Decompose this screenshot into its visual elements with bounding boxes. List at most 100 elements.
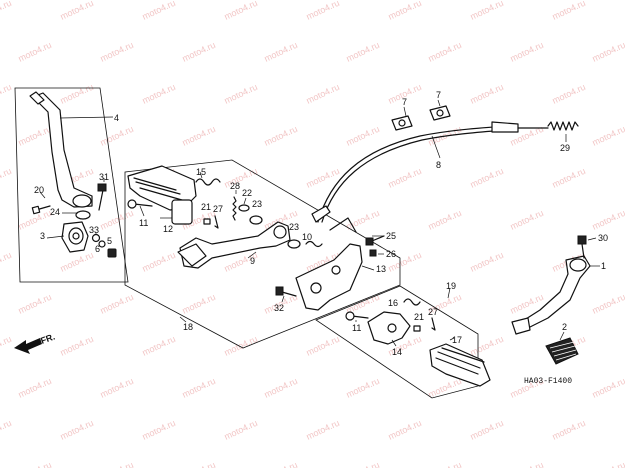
- watermark-text: moto4.ru: [181, 376, 217, 400]
- callout-27-right: 27: [428, 307, 438, 317]
- watermark-text: moto4.ru: [0, 250, 13, 274]
- watermark-text: moto4.ru: [99, 40, 135, 64]
- callout-19: 19: [446, 281, 456, 291]
- watermark-text: moto4.ru: [17, 292, 53, 316]
- watermark-text: moto4.ru: [591, 460, 625, 468]
- callout-25: 25: [386, 231, 396, 241]
- cable-clamp-a: [391, 115, 413, 131]
- watermark-text: moto4.ru: [263, 124, 299, 148]
- callout-17: 17: [452, 335, 462, 345]
- callout-27-left: 27: [213, 204, 223, 214]
- watermark-text: moto4.ru: [223, 82, 259, 106]
- watermark-text: moto4.ru: [591, 40, 625, 64]
- watermark-text: moto4.ru: [469, 250, 505, 274]
- callout-10: 10: [302, 232, 312, 242]
- watermark-text: moto4.ru: [263, 376, 299, 400]
- watermark-text: moto4.ru: [17, 40, 53, 64]
- bolt-30: [577, 235, 587, 259]
- watermark-text: moto4.ru: [427, 40, 463, 64]
- watermark-text: moto4.ru: [17, 376, 53, 400]
- spring-28: [232, 196, 237, 221]
- bolt-25: [365, 235, 385, 246]
- callout-15: 15: [196, 167, 206, 177]
- callout-5: 5: [107, 236, 112, 246]
- nut-26: [369, 249, 377, 257]
- callout-14: 14: [392, 347, 402, 357]
- watermark-text: moto4.ru: [305, 82, 341, 106]
- watermark-text: moto4.ru: [181, 292, 217, 316]
- callout-1: 1: [601, 261, 606, 271]
- watermark-text: moto4.ru: [0, 82, 13, 106]
- callout-21-left: 21: [201, 202, 211, 212]
- watermark-text: moto4.ru: [0, 334, 13, 358]
- pedal-bracket: [295, 217, 363, 311]
- gearshift-rubber: [545, 337, 579, 365]
- watermark-text: moto4.ru: [345, 460, 381, 468]
- watermark-text: moto4.ru: [181, 124, 217, 148]
- callout-31: 31: [99, 172, 109, 182]
- watermark-text: moto4.ru: [509, 460, 545, 468]
- nut-23-right: [287, 239, 301, 249]
- brake-pedal: [177, 221, 291, 269]
- cable-adjuster: [491, 121, 519, 133]
- watermark-text: moto4.ru: [0, 0, 13, 22]
- watermark-text: moto4.ru: [469, 82, 505, 106]
- watermark-text: moto4.ru: [469, 418, 505, 442]
- o-ring: [75, 210, 91, 220]
- watermark-text: moto4.ru: [181, 460, 217, 468]
- callout-labels: 4 20 24 3 31 33 5 6 15 12 11 21 27 28 22…: [34, 90, 608, 357]
- callout-18: 18: [183, 322, 193, 332]
- watermark-text: moto4.ru: [591, 124, 625, 148]
- watermark-text: moto4.ru: [509, 40, 545, 64]
- callout-23-right: 23: [289, 222, 299, 232]
- callout-33: 33: [89, 225, 99, 235]
- watermark-text: moto4.ru: [99, 376, 135, 400]
- bolt-31: [97, 183, 107, 211]
- watermark-text: moto4.ru: [181, 40, 217, 64]
- callout-22: 22: [242, 188, 252, 198]
- callout-24: 24: [50, 207, 60, 217]
- nut-6: [107, 248, 117, 258]
- pivot-pin-right: [345, 311, 369, 321]
- watermark-text: moto4.ru: [141, 418, 177, 442]
- watermark-text: moto4.ru: [223, 418, 259, 442]
- callout-26: 26: [386, 249, 396, 259]
- watermark-text: moto4.ru: [305, 334, 341, 358]
- pedal-assembly-group-frame: [124, 159, 401, 349]
- watermark-text: moto4.ru: [59, 82, 95, 106]
- footrest-spring-16: [403, 298, 421, 306]
- callout-9: 9: [250, 256, 255, 266]
- watermark-text: moto4.ru: [141, 250, 177, 274]
- watermark-text: moto4.ru: [469, 0, 505, 22]
- watermark-text: moto4.ru: [0, 418, 13, 442]
- washer-33: [91, 233, 101, 243]
- callout-6: 6: [95, 244, 100, 254]
- watermark-text: moto4.ru: [509, 208, 545, 232]
- watermark-text: moto4.ru: [591, 376, 625, 400]
- callout-12: 12: [163, 224, 173, 234]
- watermark-text: moto4.ru: [345, 124, 381, 148]
- watermark-text: moto4.ru: [141, 0, 177, 22]
- kick-starter-group-frame: [14, 87, 129, 283]
- callout-21-right: 21: [414, 312, 424, 322]
- callout-20: 20: [34, 185, 44, 195]
- watermark-text: moto4.ru: [223, 0, 259, 22]
- front-direction-indicator: FR.: [14, 332, 56, 354]
- watermark-text: moto4.ru: [469, 166, 505, 190]
- callout-13: 13: [376, 264, 386, 274]
- cable-end-lower: [311, 205, 331, 223]
- watermark-text: moto4.ru: [551, 0, 587, 22]
- callout-29: 29: [560, 143, 570, 153]
- watermark-text: moto4.ru: [99, 292, 135, 316]
- callout-28: 28: [230, 181, 240, 191]
- washer-21-left: [203, 218, 211, 225]
- watermark-text: moto4.ru: [591, 292, 625, 316]
- watermark-text: moto4.ru: [59, 418, 95, 442]
- watermark-text: moto4.ru: [305, 418, 341, 442]
- callout-16: 16: [388, 298, 398, 308]
- watermark-text: moto4.ru: [223, 166, 259, 190]
- washer-22: [238, 204, 250, 212]
- bolt-32: [275, 286, 297, 297]
- watermark-text: moto4.ru: [387, 418, 423, 442]
- watermark-text: moto4.ru: [345, 376, 381, 400]
